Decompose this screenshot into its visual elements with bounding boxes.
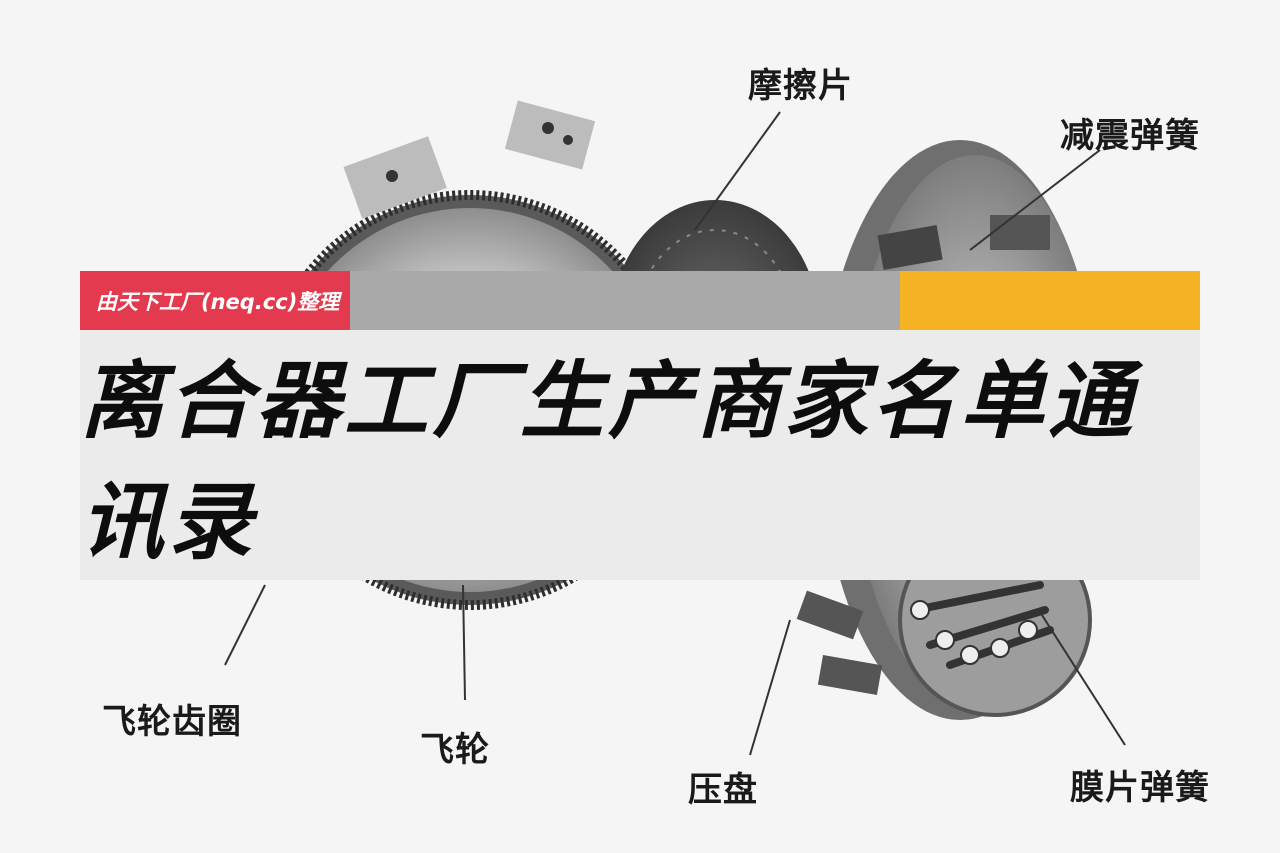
title-panel: 离合器工厂生产商家名单通讯录 xyxy=(80,330,1200,580)
label-diaphragm-spring: 膜片弹簧 xyxy=(1070,768,1210,808)
page-title: 离合器工厂生产商家名单通讯录 xyxy=(80,352,1137,571)
label-flywheel-ring-gear: 飞轮齿圈 xyxy=(102,702,242,742)
label-flywheel: 飞轮 xyxy=(420,730,490,770)
banner-orange-strip xyxy=(900,271,1200,330)
source-badge: 由天下工厂(neq.cc)整理 xyxy=(80,271,350,330)
source-text: 由天下工厂(neq.cc)整理 xyxy=(96,289,340,314)
banner-gray-strip xyxy=(350,271,900,330)
leader-lines xyxy=(224,111,1126,756)
label-damper-spring: 减震弹簧 xyxy=(1060,116,1200,156)
label-friction-plate: 摩擦片 xyxy=(748,66,853,106)
label-pressure-plate: 压盘 xyxy=(688,770,758,810)
